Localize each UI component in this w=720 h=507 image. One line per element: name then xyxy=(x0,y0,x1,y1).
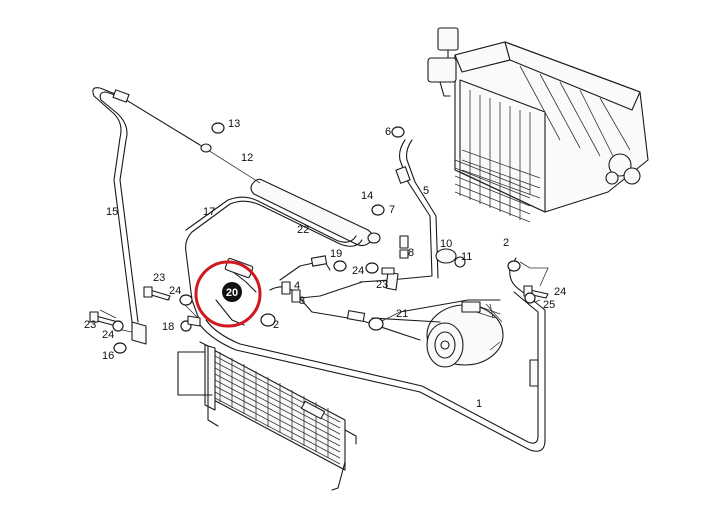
callout-18: 18 xyxy=(162,321,174,333)
callout-24-far-left: 24 xyxy=(102,329,114,341)
fasteners-and-seals xyxy=(89,122,549,354)
callout-2-right: 2 xyxy=(503,237,509,249)
callout-3: 3 xyxy=(299,295,305,307)
callout-15: 15 xyxy=(106,206,118,218)
callout-25: 25 xyxy=(543,299,555,311)
callout-16: 16 xyxy=(102,350,114,362)
callout-6: 6 xyxy=(385,126,391,138)
callout-1: 1 xyxy=(476,398,482,410)
callout-21: 21 xyxy=(396,308,408,320)
callout-20-badge xyxy=(222,282,242,302)
callout-19: 19 xyxy=(330,248,342,260)
callout-11: 11 xyxy=(461,251,472,263)
refrigerant-lines xyxy=(92,87,549,452)
callout-2-center: 2 xyxy=(273,319,279,331)
callout-22: 22 xyxy=(297,224,309,236)
callout-23-far-left: 23 xyxy=(84,319,96,331)
callout-10: 10 xyxy=(440,238,452,250)
callout-24-left: 24 xyxy=(169,285,181,297)
callout-5: 5 xyxy=(423,185,429,197)
receiver-drier xyxy=(199,143,381,247)
callout-13: 13 xyxy=(228,118,240,130)
callout-12: 12 xyxy=(241,152,253,164)
callout-8: 8 xyxy=(408,247,414,259)
highlight-ring xyxy=(194,260,262,328)
highlight-part-20: 20 xyxy=(194,260,262,328)
evaporator-mesh xyxy=(454,158,531,223)
callout-17: 17 xyxy=(203,206,215,218)
callout-24-center: 24 xyxy=(352,265,364,277)
callout-20: 20 xyxy=(226,287,238,299)
callout-24-right: 24 xyxy=(554,286,566,298)
callout-23-left: 23 xyxy=(153,272,165,284)
callout-7: 7 xyxy=(389,204,395,216)
callout-4: 4 xyxy=(294,280,300,292)
callout-14: 14 xyxy=(361,190,373,202)
callout-23-center: 23 xyxy=(376,279,388,291)
condenser xyxy=(177,341,357,491)
callout-labels: 1 2 2 3 4 5 6 7 8 10 11 12 13 14 15 16 1… xyxy=(84,118,566,410)
compressor xyxy=(426,301,504,368)
evaporator-housing xyxy=(427,27,649,223)
